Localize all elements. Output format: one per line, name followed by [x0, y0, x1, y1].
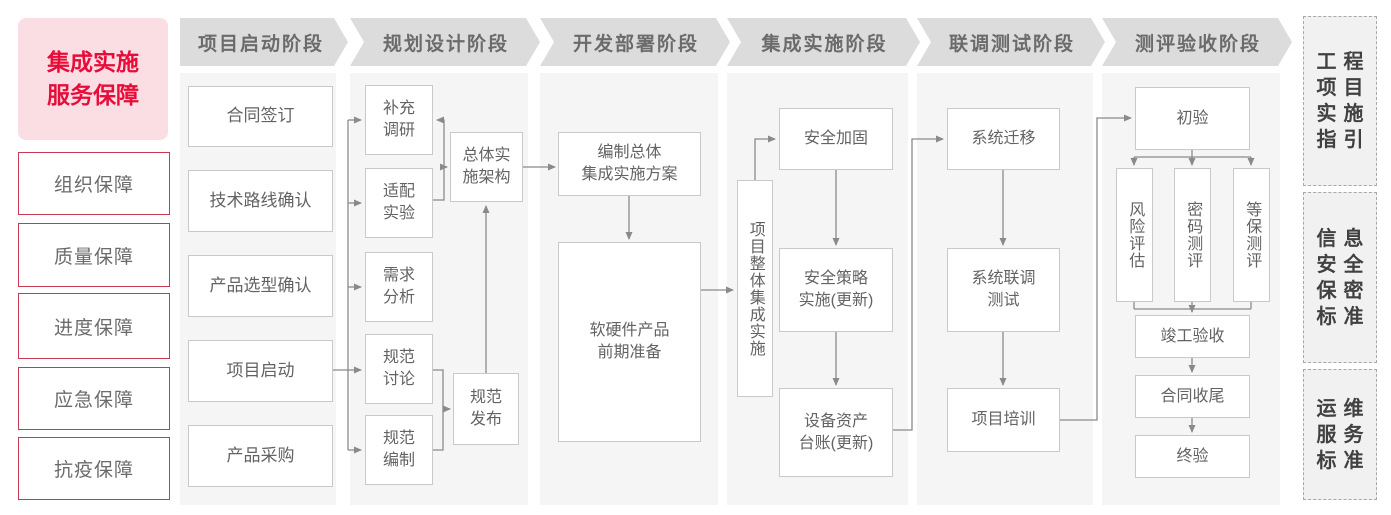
flow-box-adaptation-test: 适配 实验 — [365, 168, 433, 238]
phase-header-planning-design: 规划设计阶段 — [350, 18, 540, 66]
flow-box-classified-protection-evaluation: 等保测评 — [1233, 168, 1270, 302]
standard-operation-maintenance: 运维 服务 标准 — [1303, 369, 1377, 500]
sidebar-item-emergency-guarantee: 应急保障 — [18, 367, 170, 430]
flow-box-security-hardening: 安全加固 — [779, 108, 893, 170]
flow-box-project-training: 项目培训 — [947, 388, 1060, 452]
flow-box-asset-ledger-update: 设备资产 台账(更新) — [779, 388, 893, 477]
flow-box-tech-route-confirm: 技术路线确认 — [188, 170, 333, 232]
standard-information-security: 信息 安全 保密 标准 — [1303, 192, 1377, 363]
flow-box-completion-acceptance: 竣工验收 — [1135, 315, 1250, 358]
flow-box-preliminary-acceptance: 初验 — [1135, 87, 1250, 150]
flow-box-security-policy-implementation: 安全策略 实施(更新) — [779, 248, 893, 332]
flow-box-spec-release: 规范 发布 — [453, 373, 519, 445]
diagram-title: 集成实施 服务保障 — [18, 18, 168, 140]
flow-box-overall-implementation-architecture: 总体实 施架构 — [450, 132, 523, 202]
phase-header-joint-testing: 联调测试阶段 — [917, 18, 1105, 66]
flow-box-contract-closure: 合同收尾 — [1135, 375, 1250, 418]
sidebar-item-epidemic-guarantee: 抗疫保障 — [18, 437, 170, 500]
phase-header-dev-deployment: 开发部署阶段 — [540, 18, 730, 66]
flow-box-spec-discussion: 规范 讨论 — [365, 334, 433, 404]
flow-box-product-selection-confirm: 产品选型确认 — [188, 255, 333, 317]
phase-header-integration-implementation: 集成实施阶段 — [727, 18, 920, 66]
flow-box-supplementary-research: 补充 调研 — [365, 85, 433, 155]
flow-box-system-migration: 系统迁移 — [947, 108, 1060, 170]
flow-box-overall-project-integration: 项目整体集成实施 — [737, 180, 773, 397]
phase-header-evaluation-acceptance: 测评验收阶段 — [1102, 18, 1292, 66]
sidebar-item-quality-guarantee: 质量保障 — [18, 223, 170, 287]
flow-box-joint-debugging-test: 系统联调 测试 — [947, 248, 1060, 332]
flow-box-requirement-analysis: 需求 分析 — [365, 252, 433, 322]
sidebar-item-organization-guarantee: 组织保障 — [18, 152, 170, 215]
flow-box-hw-sw-preparation: 软硬件产品 前期准备 — [558, 242, 701, 442]
standard-engineering-project-guide: 工程 项目 实施 指引 — [1303, 16, 1377, 186]
flow-box-risk-assessment: 风险评估 — [1116, 168, 1153, 302]
flow-box-overall-integration-plan: 编制总体 集成实施方案 — [558, 132, 701, 196]
flow-box-project-kickoff: 项目启动 — [188, 340, 333, 402]
flow-box-contract-signing: 合同签订 — [188, 86, 333, 147]
phase-header-project-kickoff: 项目启动阶段 — [180, 18, 348, 66]
flow-box-product-procurement: 产品采购 — [188, 425, 333, 487]
flow-box-final-acceptance: 终验 — [1135, 435, 1250, 478]
sidebar-item-schedule-guarantee: 进度保障 — [18, 293, 170, 359]
flow-box-crypto-evaluation: 密码测评 — [1174, 168, 1211, 302]
flow-box-spec-drafting: 规范 编制 — [365, 415, 433, 485]
